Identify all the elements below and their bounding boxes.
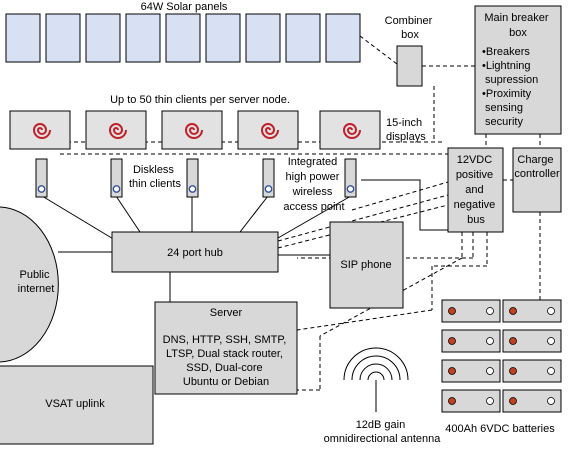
batteries-label: 400Ah 6VDC batteries [445, 423, 555, 435]
debian-swirl-icon [108, 123, 127, 139]
public-internet-cloud [0, 206, 59, 363]
battery [502, 329, 562, 353]
solar-panel [125, 13, 161, 63]
server-details: DNS, HTTP, SSH, SMTP, LTSP, Dual stack r… [163, 334, 290, 388]
thin-client [186, 158, 199, 198]
server-title: Server [210, 307, 243, 319]
solar-panel [45, 13, 81, 63]
debian-swirl-icon [260, 123, 279, 139]
access-point-label: Integrated high power wireless access po… [283, 156, 344, 213]
solar-panels-label: 64W Solar panels [141, 1, 228, 13]
access-point [344, 158, 357, 198]
thin-clients-note: Up to 50 thin clients per server node. [110, 94, 290, 106]
thin-client-row [35, 158, 275, 198]
battery [502, 389, 562, 413]
solar-panel [245, 13, 281, 63]
solar-panel [165, 13, 201, 63]
solar-panel [325, 13, 361, 63]
sip-phone [329, 221, 404, 309]
combiner-box [396, 45, 423, 87]
battery-bank [441, 299, 562, 413]
main-breaker-box-title: Main breaker box [484, 12, 551, 39]
battery [441, 359, 501, 383]
sip-phone-label: SIP phone [340, 259, 391, 271]
vsat-uplink-label: VSAT uplink [45, 398, 105, 410]
main-breaker-box-items: •Breakers •Lightning supression •Proximi… [0, 0, 554, 128]
thin-client [262, 158, 275, 198]
debian-swirl-icon [342, 123, 361, 139]
battery [441, 299, 501, 323]
antenna-wave-icon [343, 347, 409, 412]
hub-label: 24 port hub [167, 247, 223, 259]
antenna-label: 12dB gain omnidirectional antenna [324, 419, 442, 445]
solar-panel [85, 13, 121, 63]
solar-panel [5, 13, 41, 63]
display [161, 110, 223, 150]
display [85, 110, 147, 150]
thin-client [110, 158, 123, 198]
battery [441, 389, 501, 413]
public-internet-label: Public internet [18, 269, 55, 295]
hub [111, 231, 279, 273]
display-row [9, 110, 381, 150]
combiner-box-label: Combiner box [385, 15, 436, 41]
solar-panel [205, 13, 241, 63]
data-wiring [41, 179, 448, 302]
server [154, 301, 298, 395]
display [237, 110, 299, 150]
dc-bus-label: 12VDC positive and negative bus [454, 154, 499, 226]
battery [502, 299, 562, 323]
thin-clients-label: Diskless thin clients [129, 164, 181, 190]
dc-bus [447, 147, 504, 233]
solar-panel-array [5, 13, 361, 63]
main-breaker-box [474, 5, 562, 135]
display [319, 110, 381, 150]
debian-swirl-icon [32, 123, 51, 139]
battery [502, 359, 562, 383]
display [9, 110, 71, 150]
solar-panel [285, 13, 321, 63]
debian-swirl-icon [184, 123, 203, 139]
charge-controller [512, 147, 562, 213]
battery [441, 329, 501, 353]
thin-client [35, 158, 48, 198]
vsat-uplink [0, 365, 154, 445]
displays-label: 15-inch displays [386, 117, 426, 143]
charge-controller-label: Charge controller [514, 154, 560, 180]
